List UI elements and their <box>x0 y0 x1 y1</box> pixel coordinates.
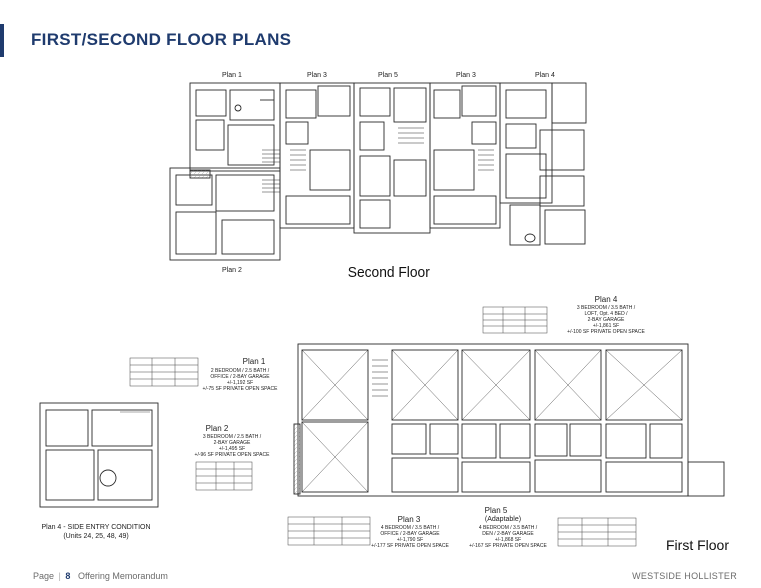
plan5-title: Plan 5 <box>485 506 508 515</box>
plan4-line3: 2-BAY GARAGE <box>588 317 625 323</box>
plan3-title: Plan 3 <box>398 515 421 524</box>
plan5-subtitle: (Adaptable) <box>485 516 521 523</box>
second-floor-label-plan4: Plan 4 <box>535 72 555 79</box>
plan5-line3: +/-1,868 SF <box>495 537 521 543</box>
plan1-line4: +/-75 SF PRIVATE OPEN SPACE <box>203 386 279 392</box>
plan3-line2: OFFICE / 2-BAY GARAGE <box>380 531 440 537</box>
plan1-title: Plan 1 <box>243 357 266 366</box>
second-floor-label-plan1: Plan 1 <box>222 72 242 79</box>
title-accent-bar <box>0 24 4 57</box>
plan1-line2: OFFICE / 2-BAY GARAGE <box>210 374 270 380</box>
second-floor-label-plan5: Plan 5 <box>378 72 398 79</box>
plan4-title: Plan 4 <box>595 295 618 304</box>
plan4-line1: 3 BEDROOM / 3.5 BATH / <box>577 305 636 311</box>
second-floor-caption: Second Floor <box>348 265 430 282</box>
plan3-line3: +/-1,790 SF <box>397 537 423 543</box>
plan3-line4: +/-177 SF PRIVATE OPEN SPACE <box>371 543 449 549</box>
plan2-line1: 3 BEDROOM / 2.5 BATH / <box>203 434 262 440</box>
plan4-line5: +/-100 SF PRIVATE OPEN SPACE <box>567 329 645 335</box>
page-title: FIRST/SECOND FLOOR PLANS <box>31 30 292 49</box>
plan2-line3: +/-1,495 SF <box>219 446 245 452</box>
side-entry-units: (Units 24, 25, 48, 49) <box>63 533 128 540</box>
second-floor-label-plan3: Plan 3 <box>307 72 327 79</box>
project-name: WESTSIDE HOLLISTER <box>632 571 737 581</box>
plan2-line4: +/-96 SF PRIVATE OPEN SPACE <box>195 452 271 458</box>
first-floor-caption: First Floor <box>666 537 729 553</box>
page-footer: Page | 8 Offering Memorandum WESTSIDE HO… <box>0 566 761 588</box>
plan4-line4: +/-1,861 SF <box>593 323 619 329</box>
plan5-line1: 4 BEDROOM / 3.5 BATH / <box>479 525 538 531</box>
plan3-line1: 4 BEDROOM / 3.5 BATH / <box>381 525 440 531</box>
second-floor-plan <box>169 82 587 261</box>
first-floor-plan <box>39 343 725 508</box>
plan5-line4: +/-167 SF PRIVATE OPEN SPACE <box>469 543 547 549</box>
second-floor-label-plan3-mirror: Plan 3 <box>456 72 476 79</box>
page-number-label: Page | 8 <box>33 571 71 581</box>
plan2-line2: 2-BAY GARAGE <box>214 440 251 446</box>
plan4-line2: LOFT, Opt. 4 BED / <box>584 311 628 317</box>
plan1-line1: 2 BEDROOM / 2.5 BATH / <box>211 368 270 374</box>
plan1-line3: +/-1,192 SF <box>227 380 253 386</box>
plan2-title: Plan 2 <box>206 424 229 433</box>
side-entry-title: Plan 4 - SIDE ENTRY CONDITION <box>41 524 150 531</box>
second-floor-label-plan2: Plan 2 <box>222 267 242 274</box>
plan5-line2: DEN / 2-BAY GARAGE <box>482 531 534 537</box>
page-number: 8 <box>65 571 71 581</box>
document-name: Offering Memorandum <box>78 571 168 581</box>
